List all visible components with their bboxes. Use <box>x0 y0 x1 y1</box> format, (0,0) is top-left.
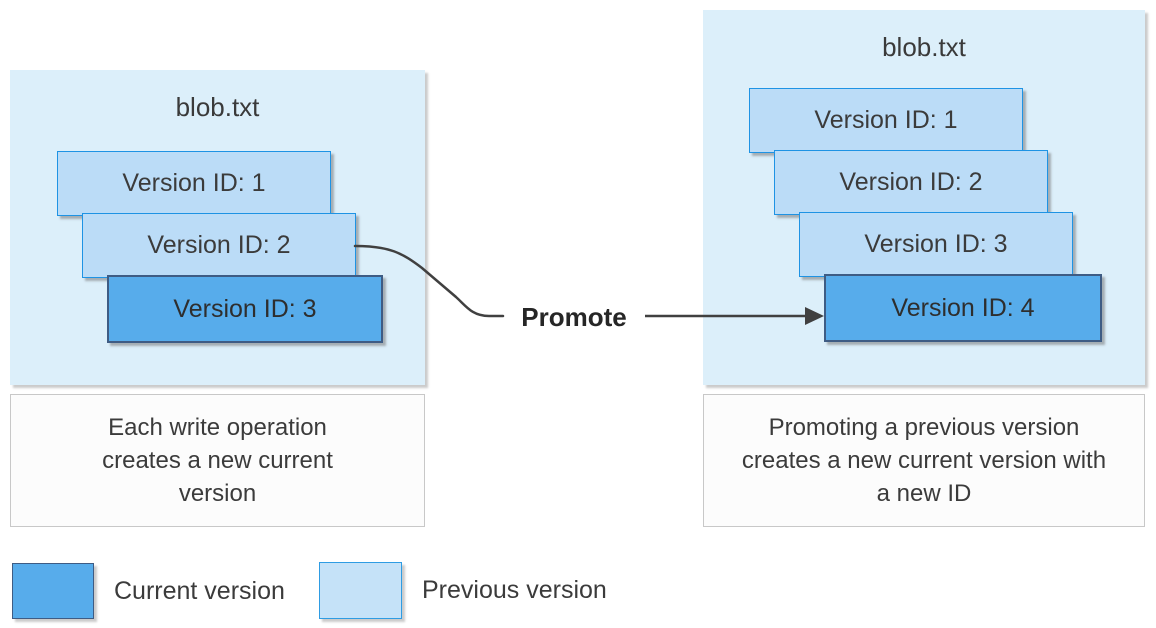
version-label: Version ID: 4 <box>891 293 1035 322</box>
caption-box-before: Each write operation creates a new curre… <box>10 394 425 527</box>
legend-label: Current version <box>114 576 285 605</box>
version-label: Version ID: 1 <box>814 106 958 134</box>
version-box-previous: Version ID: 1 <box>749 88 1023 153</box>
blob-file-name: blob.txt <box>882 32 966 62</box>
legend-item-current-version: Current version <box>12 563 285 619</box>
blob-file-name: blob.txt <box>175 92 260 122</box>
version-box-previous: Version ID: 2 <box>774 150 1048 215</box>
version-label: Version ID: 3 <box>864 230 1008 258</box>
current-version-swatch-icon <box>12 563 94 619</box>
promote-action-label: Promote <box>521 302 627 332</box>
version-box-current: Version ID: 3 <box>107 275 383 343</box>
version-box-previous: Version ID: 3 <box>799 212 1073 277</box>
previous-version-swatch-icon <box>319 562 402 619</box>
version-label: Version ID: 2 <box>839 168 983 196</box>
caption-text-before: Each write operation creates a new curre… <box>102 414 333 507</box>
version-label: Version ID: 2 <box>147 231 291 259</box>
caption-text-after: Promoting a previous version creates a n… <box>741 414 1107 507</box>
version-label: Version ID: 1 <box>122 169 266 197</box>
version-box-previous: Version ID: 1 <box>57 151 331 216</box>
version-box-previous: Version ID: 2 <box>82 213 356 278</box>
version-box-current: Version ID: 4 <box>824 274 1102 342</box>
caption-box-after: Promoting a previous version creates a n… <box>703 394 1145 527</box>
version-label: Version ID: 3 <box>173 294 317 323</box>
legend-label: Previous version <box>422 576 607 604</box>
legend-item-previous-version: Previous version <box>319 562 607 619</box>
